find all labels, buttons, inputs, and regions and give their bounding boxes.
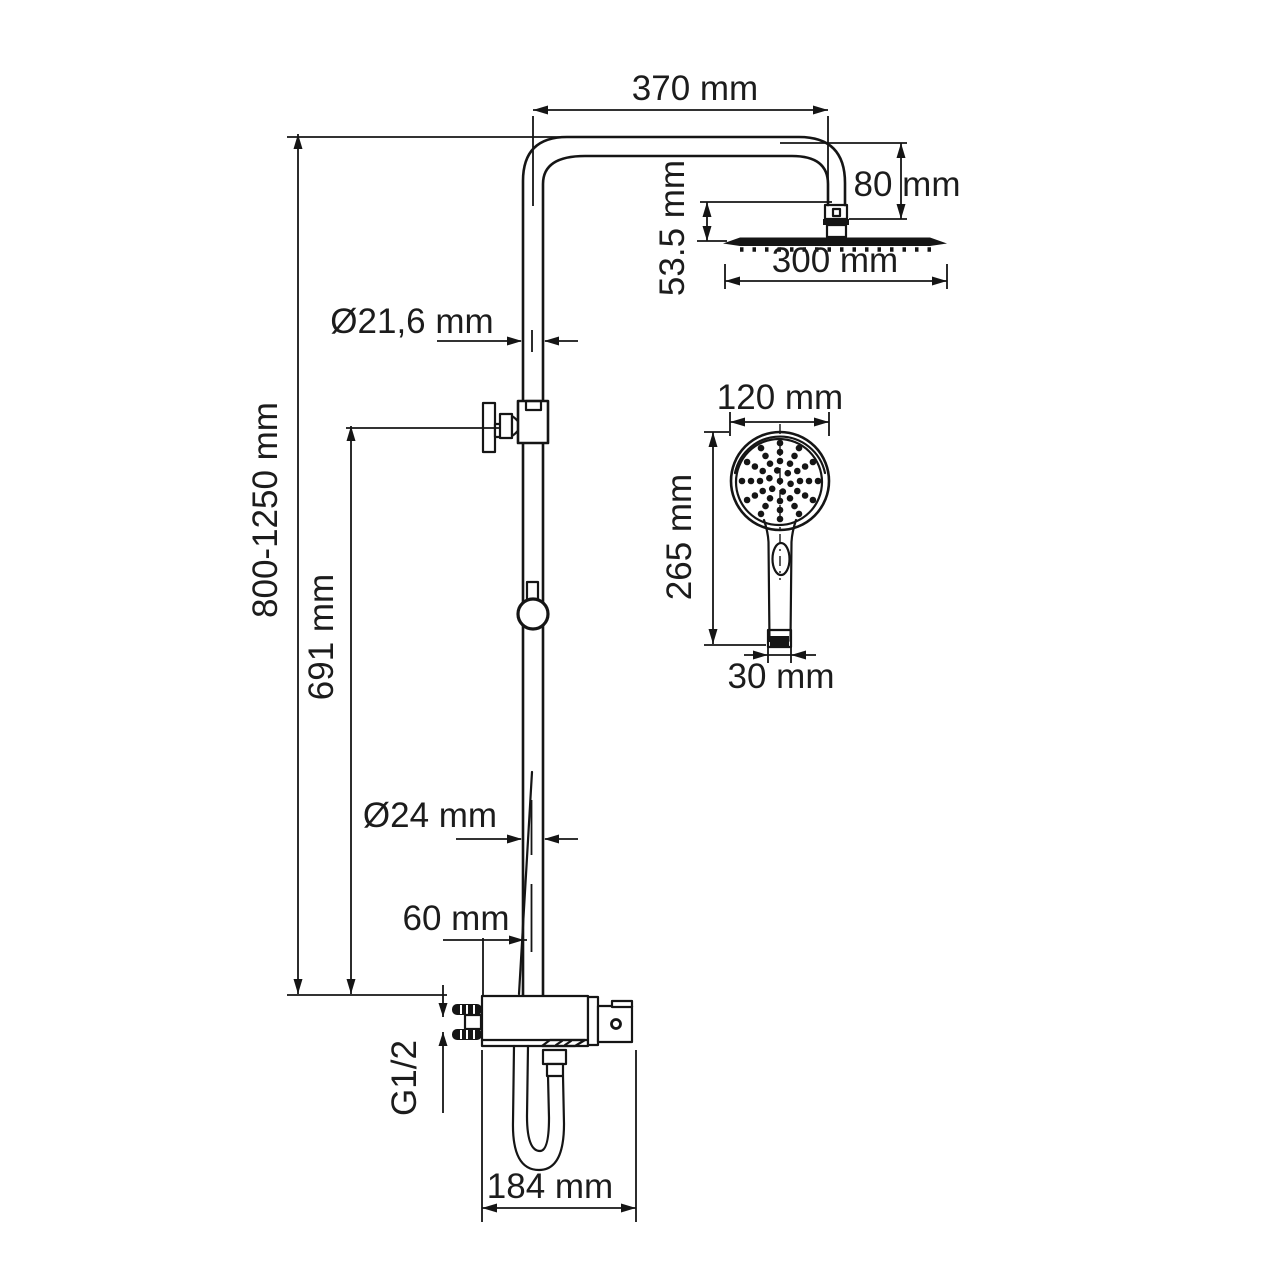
- wall-bracket: [481, 399, 550, 454]
- dim-overhead-diameter: 300 mm: [772, 241, 898, 280]
- hose-upper: [517, 770, 534, 996]
- dim-hand-shower-length: 265 mm: [660, 474, 699, 600]
- mixer-body: [480, 994, 600, 1048]
- hand-shower: [729, 424, 831, 649]
- dim-pipe-to-mixer-offset: 60 mm: [403, 899, 510, 938]
- dim-head-drop: 80 mm: [854, 165, 961, 204]
- dim-arm-length: 370 mm: [632, 69, 758, 108]
- dim-inlet-thread: G1/2: [385, 1040, 424, 1116]
- dim-lower-pipe-diameter: Ø24 mm: [363, 796, 497, 835]
- overhead-connector: [823, 203, 849, 239]
- rain-shower-head: [723, 237, 947, 252]
- mixer-handle: [596, 999, 634, 1044]
- handle-hole: [610, 1018, 622, 1030]
- dimension-lines: 370 mm 80 mm 53.5 mm 300 mm Ø21,6 mm: [246, 69, 960, 1222]
- dim-hand-shower-head-diameter: 120 mm: [717, 378, 843, 417]
- hose-outlet-fitting: [541, 1048, 568, 1078]
- dim-head-connector-height: 53.5 mm: [653, 160, 692, 296]
- inlet-fittings: [452, 1004, 483, 1040]
- dim-mixer-width: 184 mm: [487, 1167, 613, 1206]
- shower-hose-loop: [511, 1044, 566, 1172]
- hand-shower-nozzle-dots: [738, 439, 822, 523]
- slider-knob: [516, 580, 550, 631]
- dim-wall-bracket-height: 691 mm: [302, 574, 341, 700]
- dim-upper-pipe-diameter: Ø21,6 mm: [330, 302, 493, 341]
- riser-pipe: [521, 135, 847, 998]
- handle-button: [771, 541, 791, 577]
- dim-column-height-range: 800-1250 mm: [246, 402, 285, 618]
- dim-hand-shower-outlet-width: 30 mm: [728, 657, 835, 696]
